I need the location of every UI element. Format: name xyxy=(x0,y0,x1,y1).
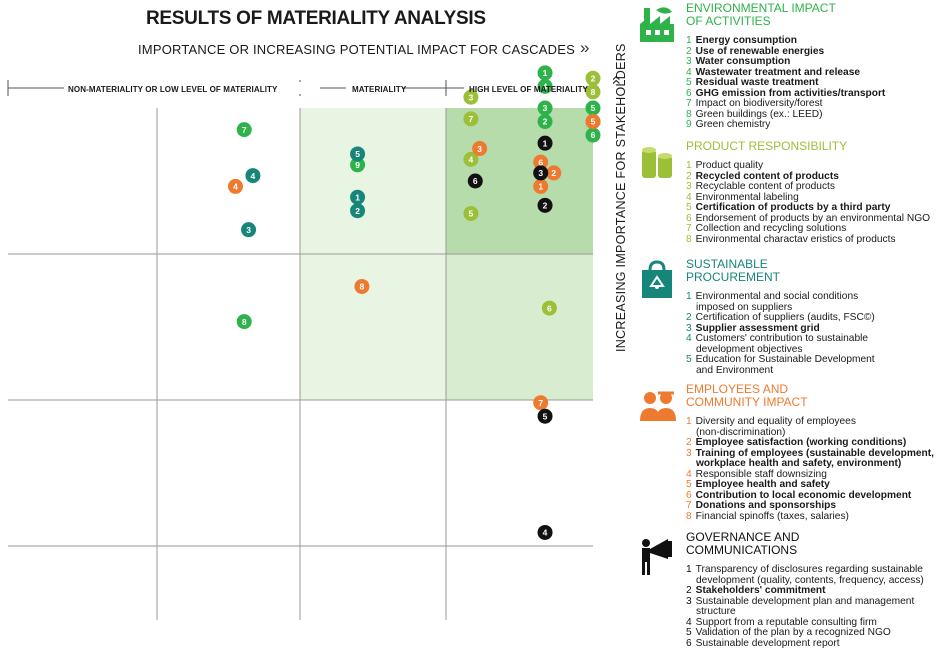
point-label: 3 xyxy=(543,103,548,113)
recycle-bag-icon xyxy=(638,260,678,305)
point-label: 2 xyxy=(551,168,556,178)
point-environment-2: 2 xyxy=(538,114,553,129)
zone-label-high: HIGH LEVEL OF MATERIALITY xyxy=(469,85,588,94)
point-label: 7 xyxy=(242,125,247,135)
point-procurement-1: 1 xyxy=(350,190,365,205)
point-environment-1: 1 xyxy=(538,65,553,80)
point-employees-2: 2 xyxy=(546,165,561,180)
point-label: 5 xyxy=(469,209,474,219)
point-environment-3: 3 xyxy=(538,101,553,116)
point-environment-5: 5 xyxy=(586,101,601,116)
point-label: 2 xyxy=(543,117,548,127)
point-employees-7: 7 xyxy=(533,395,548,410)
point-label: 1 xyxy=(543,138,548,148)
megaphone-person-icon xyxy=(638,533,678,582)
point-label: 3 xyxy=(538,168,543,178)
point-label: 4 xyxy=(469,155,474,165)
workers-icon xyxy=(638,385,678,430)
point-environment-6: 6 xyxy=(586,128,601,143)
point-label: 7 xyxy=(538,398,543,408)
point-governance-5: 5 xyxy=(538,409,553,424)
point-employees-1: 1 xyxy=(533,179,548,194)
point-label: 1 xyxy=(355,192,360,202)
point-governance-2: 2 xyxy=(538,198,553,213)
point-label: 4 xyxy=(251,171,256,181)
point-procurement-4: 4 xyxy=(245,168,260,183)
point-product-6: 6 xyxy=(542,301,557,316)
point-label: 2 xyxy=(355,206,360,216)
chevron-right-icon: » xyxy=(580,38,589,58)
zone-label-mid: MATERIALITY xyxy=(352,85,406,94)
point-label: 2 xyxy=(591,73,596,83)
point-label: 1 xyxy=(538,182,543,192)
point-label: 6 xyxy=(547,303,552,313)
point-employees-3: 3 xyxy=(472,141,487,156)
zone-label-low: NON-MATERIALITY OR LOW LEVEL OF MATERIAL… xyxy=(68,85,277,94)
point-procurement-2: 2 xyxy=(350,203,365,218)
point-governance-3: 3 xyxy=(533,165,548,180)
point-product-5: 5 xyxy=(463,206,478,221)
point-label: 9 xyxy=(355,160,360,170)
point-product-2: 2 xyxy=(586,71,601,86)
point-governance-6: 6 xyxy=(468,174,483,189)
paper-roll-icon xyxy=(638,142,678,187)
point-label: 5 xyxy=(591,103,596,113)
point-label: 5 xyxy=(591,117,596,127)
legend-title: PRODUCT RESPONSIBILITY xyxy=(686,140,942,153)
point-label: 8 xyxy=(242,317,247,327)
point-employees-5: 5 xyxy=(586,114,601,129)
factory-leaf-icon xyxy=(638,4,678,49)
point-label: 2 xyxy=(543,201,548,211)
point-label: 5 xyxy=(355,149,360,159)
point-employees-4: 4 xyxy=(228,179,243,194)
point-label: 5 xyxy=(543,411,548,421)
point-employees-8: 8 xyxy=(354,279,369,294)
point-procurement-3: 3 xyxy=(241,222,256,237)
point-environment-8: 8 xyxy=(237,314,252,329)
point-label: 3 xyxy=(477,144,482,154)
point-product-7: 7 xyxy=(463,111,478,126)
point-environment-7: 7 xyxy=(237,122,252,137)
point-label: 7 xyxy=(469,114,474,124)
point-label: 4 xyxy=(543,528,548,538)
y-axis-label: INCREASING IMPORTANCE FOR STAKEHOLDERS xyxy=(614,162,628,352)
point-label: 6 xyxy=(473,176,478,186)
point-label: 1 xyxy=(543,68,548,78)
point-label: 3 xyxy=(246,225,251,235)
point-governance-1: 1 xyxy=(538,136,553,151)
x-axis-label: IMPORTANCE OR INCREASING POTENTIAL IMPAC… xyxy=(138,42,575,57)
chart-title: RESULTS OF MATERIALITY ANALYSIS xyxy=(146,8,486,30)
point-label: 8 xyxy=(360,282,365,292)
point-label: 6 xyxy=(591,130,596,140)
point-procurement-5: 5 xyxy=(350,146,365,161)
point-governance-4: 4 xyxy=(538,525,553,540)
point-label: 8 xyxy=(591,87,596,97)
legend-item-cont: and Environment xyxy=(686,366,942,377)
point-label: 4 xyxy=(233,182,238,192)
